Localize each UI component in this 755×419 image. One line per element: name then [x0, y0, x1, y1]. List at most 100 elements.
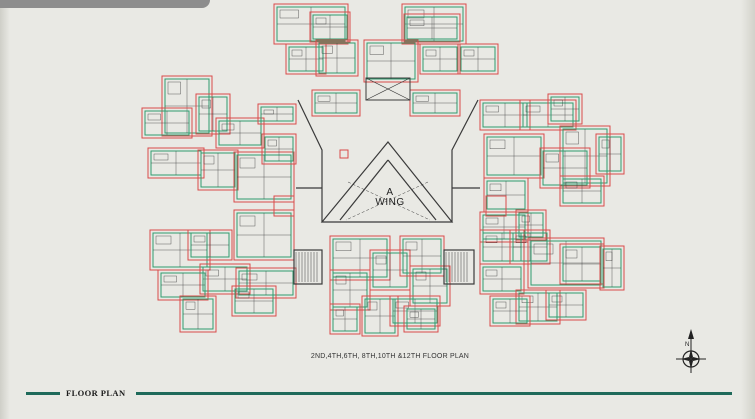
- apartment-unit: [369, 249, 411, 291]
- unit-furniture: [203, 155, 215, 165]
- apartment-unit: [559, 175, 605, 207]
- apartment-unit: [489, 295, 531, 327]
- footer-title: FLOOR PLAN: [66, 388, 126, 398]
- top-tab: [0, 0, 210, 8]
- apartment-unit: [285, 43, 327, 75]
- unit-furniture: [463, 49, 475, 57]
- unit-furniture: [267, 139, 277, 147]
- unit-furniture: [263, 109, 274, 115]
- unit-furniture: [485, 105, 499, 113]
- apartment-unit: [515, 289, 561, 325]
- unit-furniture: [601, 139, 610, 149]
- core-inner-edge: [387, 159, 437, 221]
- apartment-unit: [457, 43, 499, 75]
- unit-wall-outer: [539, 147, 591, 189]
- paper-edge-right: [741, 0, 755, 419]
- unit-furniture: [395, 301, 409, 309]
- unit-furniture: [415, 271, 427, 281]
- unit-furniture: [565, 131, 579, 145]
- apartment-unit: [235, 267, 297, 299]
- apartment-unit: [399, 235, 445, 277]
- unit-furniture: [553, 99, 563, 107]
- unit-furniture: [409, 19, 425, 26]
- unit-wall-outer: [141, 107, 193, 139]
- core-diagonal: [345, 181, 429, 221]
- unit-furniture: [409, 311, 419, 318]
- unit-furniture: [551, 295, 563, 303]
- unit-wall-outer: [479, 263, 525, 295]
- unit-furniture: [335, 241, 352, 252]
- apartment-unit: [311, 89, 361, 117]
- unit-furniture: [317, 95, 331, 102]
- apartment-unit: [559, 125, 611, 187]
- unit-wall-outer: [489, 295, 531, 327]
- apartment-unit: [261, 133, 297, 165]
- apartment-unit: [197, 149, 239, 191]
- apartment-unit: [257, 103, 297, 125]
- unit-furniture: [147, 113, 161, 121]
- unit-furniture: [279, 9, 299, 19]
- apartment-unit: [329, 303, 361, 335]
- unit-furniture: [605, 251, 613, 262]
- duct-marker: [339, 149, 349, 159]
- unit-wall-outer: [233, 209, 295, 261]
- apartment-unit: [479, 211, 529, 243]
- unit-furniture: [405, 241, 418, 251]
- unit-furniture: [335, 309, 344, 317]
- stairwell-left: [293, 249, 323, 285]
- apartment-unit: [545, 289, 587, 321]
- compass-north-label: N: [685, 342, 689, 348]
- footer-rule-right: [136, 392, 732, 395]
- unit-wall-outer: [179, 295, 217, 333]
- unit-wall-outer: [215, 117, 265, 149]
- unit-wall-outer: [547, 93, 583, 125]
- unit-wall-outer: [261, 133, 297, 165]
- apartment-unit: [539, 147, 591, 189]
- unit-furniture: [239, 157, 256, 169]
- apartment-unit: [233, 151, 295, 203]
- apartment-unit: [233, 209, 295, 261]
- apartment-unit: [195, 93, 231, 135]
- wing-letter: A: [386, 187, 394, 198]
- unit-furniture: [315, 17, 327, 25]
- apartment-unit: [199, 263, 251, 295]
- lift-top: [365, 77, 411, 101]
- unit-wall-outer: [199, 263, 251, 295]
- unit-wall-outer: [161, 75, 213, 137]
- passage-right: [451, 99, 479, 222]
- core-inner-edge: [339, 159, 389, 221]
- apartment-unit: [231, 285, 277, 317]
- unit-furniture: [239, 215, 256, 227]
- unit-wall-outer: [231, 285, 277, 317]
- unit-furniture: [367, 301, 378, 311]
- unit-furniture: [163, 275, 177, 283]
- apartment-unit: [215, 117, 265, 149]
- unit-wall-outer: [309, 11, 351, 43]
- unit-wall-outer: [257, 103, 297, 125]
- core-diagonal: [347, 181, 431, 221]
- unit-wall-outer: [195, 93, 231, 135]
- passage-left: [297, 99, 323, 222]
- apartment-unit: [403, 305, 439, 333]
- unit-wall-outer: [233, 151, 295, 203]
- apartment-unit: [419, 43, 461, 75]
- unit-wall-outer: [329, 303, 361, 335]
- unit-furniture: [291, 49, 303, 57]
- unit-furniture: [525, 105, 541, 113]
- paper-edge-left: [0, 0, 10, 419]
- unit-wall-outer: [559, 175, 605, 207]
- apartment-unit: [161, 75, 213, 137]
- unit-wall-outer: [599, 245, 625, 291]
- apartment-unit: [479, 263, 525, 295]
- lift-right: [485, 195, 507, 217]
- unit-wall-outer: [187, 229, 233, 261]
- unit-wall-outer: [595, 133, 625, 175]
- unit-furniture: [335, 275, 347, 285]
- unit-wall-outer: [409, 89, 461, 117]
- unit-wall-outer: [285, 43, 327, 75]
- apartment-unit: [409, 89, 461, 117]
- unit-wall-outer: [361, 295, 399, 337]
- unit-furniture: [241, 273, 258, 281]
- unit-wall-outer: [419, 43, 461, 75]
